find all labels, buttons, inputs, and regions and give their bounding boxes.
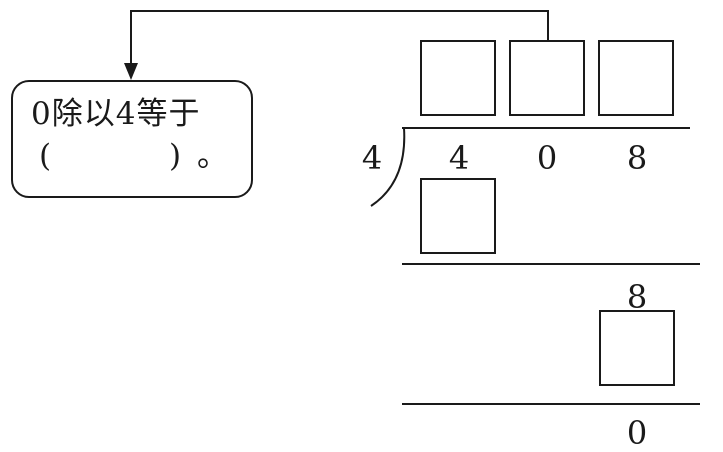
period-mark: 。 — [197, 138, 228, 174]
open-paren: ( — [39, 138, 52, 174]
brought-down-digit: 8 — [626, 278, 648, 316]
dividend-digit-hundreds: 4 — [448, 139, 470, 177]
quotient-box-tens[interactable] — [509, 40, 585, 116]
product-box-step2[interactable] — [599, 310, 675, 386]
callout-box: 0除以4等于 ( ) 。 — [11, 80, 253, 198]
dividend-digit-ones: 8 — [626, 139, 648, 177]
quotient-box-hundreds[interactable] — [420, 40, 496, 116]
quotient-box-ones[interactable] — [598, 40, 674, 116]
remainder-digit: 0 — [626, 414, 648, 452]
division-bar — [402, 127, 690, 129]
divisor: 4 — [361, 139, 383, 177]
callout-question-text: 0除以4等于 — [31, 96, 201, 132]
subtraction-line-2 — [402, 403, 700, 405]
subtraction-line-1 — [402, 263, 700, 265]
dividend-digit-tens: 0 — [536, 139, 558, 177]
product-box-step1[interactable] — [420, 178, 496, 254]
close-paren: ) — [169, 138, 182, 174]
